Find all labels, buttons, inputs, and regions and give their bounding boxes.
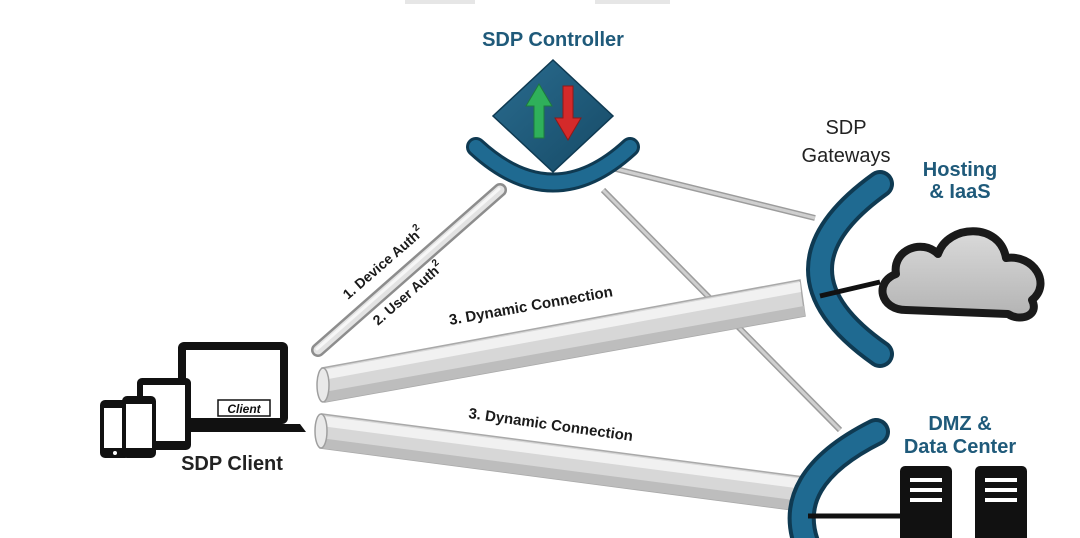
sdp-client-devices: Client bbox=[100, 342, 306, 458]
auth-pipe bbox=[311, 183, 507, 357]
hosting-line1: Hosting bbox=[923, 159, 997, 181]
gateways-title-line1: SDP bbox=[825, 117, 866, 139]
dynamic-connection-pipe-upper bbox=[316, 279, 806, 403]
client-screen-label-box bbox=[217, 399, 271, 417]
top-strip-left bbox=[405, 0, 475, 4]
dmz-line1: DMZ & bbox=[928, 413, 991, 435]
server-icon-second bbox=[975, 466, 1027, 538]
gateways-title-line2: Gateways bbox=[802, 145, 891, 167]
up-arrow-icon bbox=[525, 83, 553, 139]
client-title: SDP Client bbox=[181, 453, 283, 475]
cloud-icon bbox=[878, 227, 1045, 322]
hosting-line2: & IaaS bbox=[929, 181, 990, 203]
controller-diamond-icon bbox=[491, 58, 615, 174]
dynamic-connection-pipe-lower bbox=[314, 413, 813, 513]
dmz-line2: Data Center bbox=[904, 436, 1016, 458]
cloud-connector-line bbox=[819, 279, 881, 299]
client-screen-label: Client bbox=[227, 402, 261, 416]
controller-title: SDP Controller bbox=[482, 29, 624, 51]
sdp-controller: SDP Controller bbox=[466, 29, 640, 193]
server-icon bbox=[900, 466, 952, 538]
top-strip-right bbox=[595, 0, 670, 4]
down-arrow-icon bbox=[554, 85, 582, 141]
phone-icon-second bbox=[122, 396, 156, 458]
controller-cradle-inner bbox=[469, 140, 637, 190]
gateway-lower bbox=[787, 418, 890, 538]
gateway-upper bbox=[806, 170, 894, 368]
link-controller-gateway-upper-highlight bbox=[611, 166, 816, 220]
